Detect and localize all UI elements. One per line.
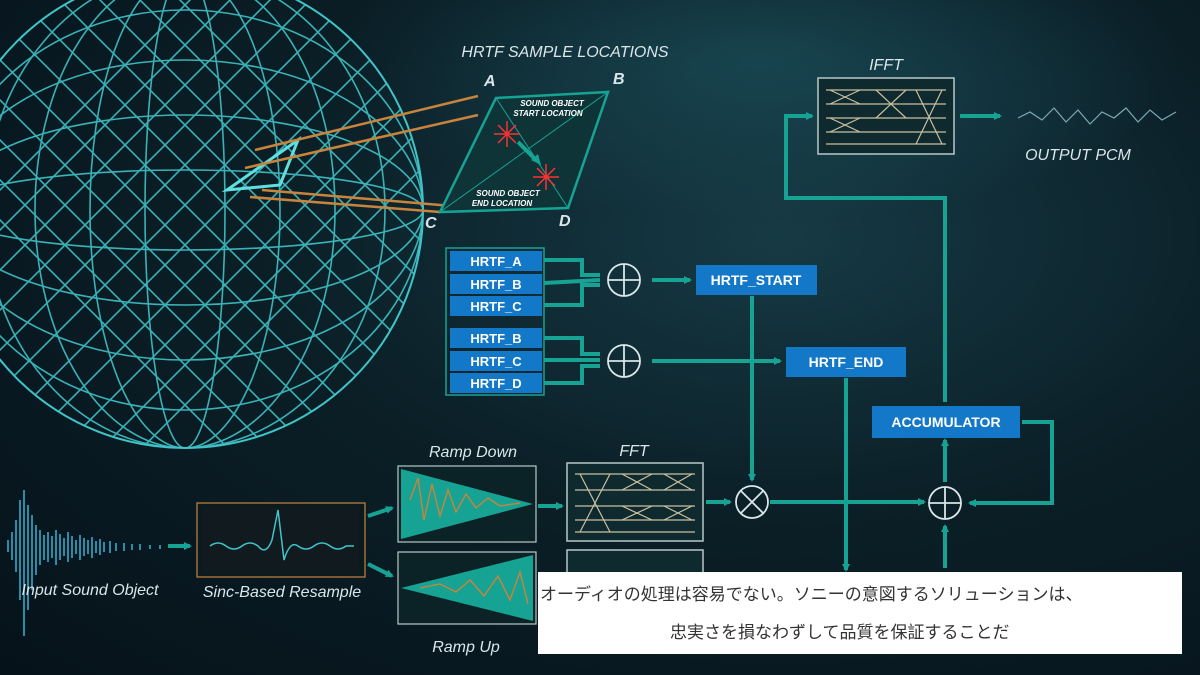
fft-block-lower — [566, 549, 704, 575]
corner-d-label: D — [559, 213, 571, 230]
hrtf-sample-quad: SOUND OBJECT START LOCATION SOUND OBJECT… — [437, 90, 610, 214]
accumulator-box — [872, 406, 1020, 438]
signal-paths — [168, 112, 1054, 578]
end-location-label-1: SOUND OBJECT — [476, 189, 541, 198]
subtitle-caption: オーディオの処理は容易でない。ソニーの意図するソリューションは、 忠実さを損なわ… — [538, 572, 1182, 654]
corner-c-label: C — [425, 215, 437, 232]
fft-label: FFT — [619, 443, 650, 460]
hrtf-end-box — [786, 347, 906, 377]
hrtf-start-box — [696, 265, 817, 295]
fft-block — [566, 462, 704, 542]
hrtf-group-start: HRTF_A HRTF_B HRTF_C — [450, 251, 542, 316]
hrtf-d-label: HRTF_D — [470, 376, 521, 391]
hrtf-a-box — [450, 251, 542, 271]
hrtf-b-box — [450, 274, 542, 294]
input-sound-object-label: Input Sound Object — [22, 582, 160, 599]
sum-node-start — [607, 263, 641, 297]
subtitle-line-2: 忠実さを損なわずして品質を保証することだ — [670, 623, 1010, 643]
end-location-label-2: END LOCATION — [472, 199, 533, 208]
projection-lines — [244, 94, 479, 214]
hrtf-a-label: HRTF_A — [470, 254, 522, 269]
sum-node-accumulate — [928, 486, 962, 520]
ramp-up-label: Ramp Up — [432, 639, 500, 656]
ramp-up-block — [397, 551, 537, 625]
start-location-label-1: SOUND OBJECT — [520, 99, 585, 108]
hrtf-sample-locations-title: HRTF SAMPLE LOCATIONS — [461, 44, 668, 61]
sum-node-end — [607, 344, 641, 378]
accumulator-label: ACCUMULATOR — [891, 414, 1000, 430]
hrtf-start-label: HRTF_START — [711, 272, 802, 288]
subtitle-line-1: オーディオの処理は容易でない。ソニーの意図するソリューションは、 — [540, 585, 1083, 605]
hrtf-c2-label: HRTF_C — [470, 354, 522, 369]
ramp-down-label: Ramp Down — [429, 444, 517, 461]
hrtf-group-frame — [445, 247, 545, 396]
sinc-resample-label: Sinc-Based Resample — [203, 584, 361, 601]
hrtf-b2-box — [450, 328, 542, 348]
output-pcm-label: OUTPUT PCM — [1025, 147, 1131, 164]
hrtf-c-box — [450, 296, 542, 316]
corner-b-label: B — [613, 71, 625, 88]
start-location-label-2: START LOCATION — [513, 109, 583, 118]
movement-arrow — [516, 140, 538, 162]
multiply-node — [735, 485, 769, 519]
ifft-label: IFFT — [869, 57, 904, 74]
hrtf-group-end: HRTF_B HRTF_C HRTF_D — [450, 328, 542, 393]
hrtf-b-label: HRTF_B — [470, 277, 521, 292]
hrtf-d-box — [450, 373, 542, 393]
end-location-marker — [533, 164, 559, 190]
sinc-resample-block — [196, 502, 366, 578]
hrtf-c-label: HRTF_C — [470, 299, 522, 314]
output-pcm-waveform — [1017, 107, 1177, 125]
hrtf-c2-box — [450, 351, 542, 371]
ramp-down-block — [397, 465, 537, 543]
hrtf-end-label: HRTF_END — [809, 354, 884, 370]
corner-a-label: A — [483, 73, 496, 90]
hrtf-b2-label: HRTF_B — [470, 331, 521, 346]
input-waveform — [7, 490, 161, 636]
ifft-block — [817, 77, 955, 155]
start-location-marker — [494, 121, 520, 147]
